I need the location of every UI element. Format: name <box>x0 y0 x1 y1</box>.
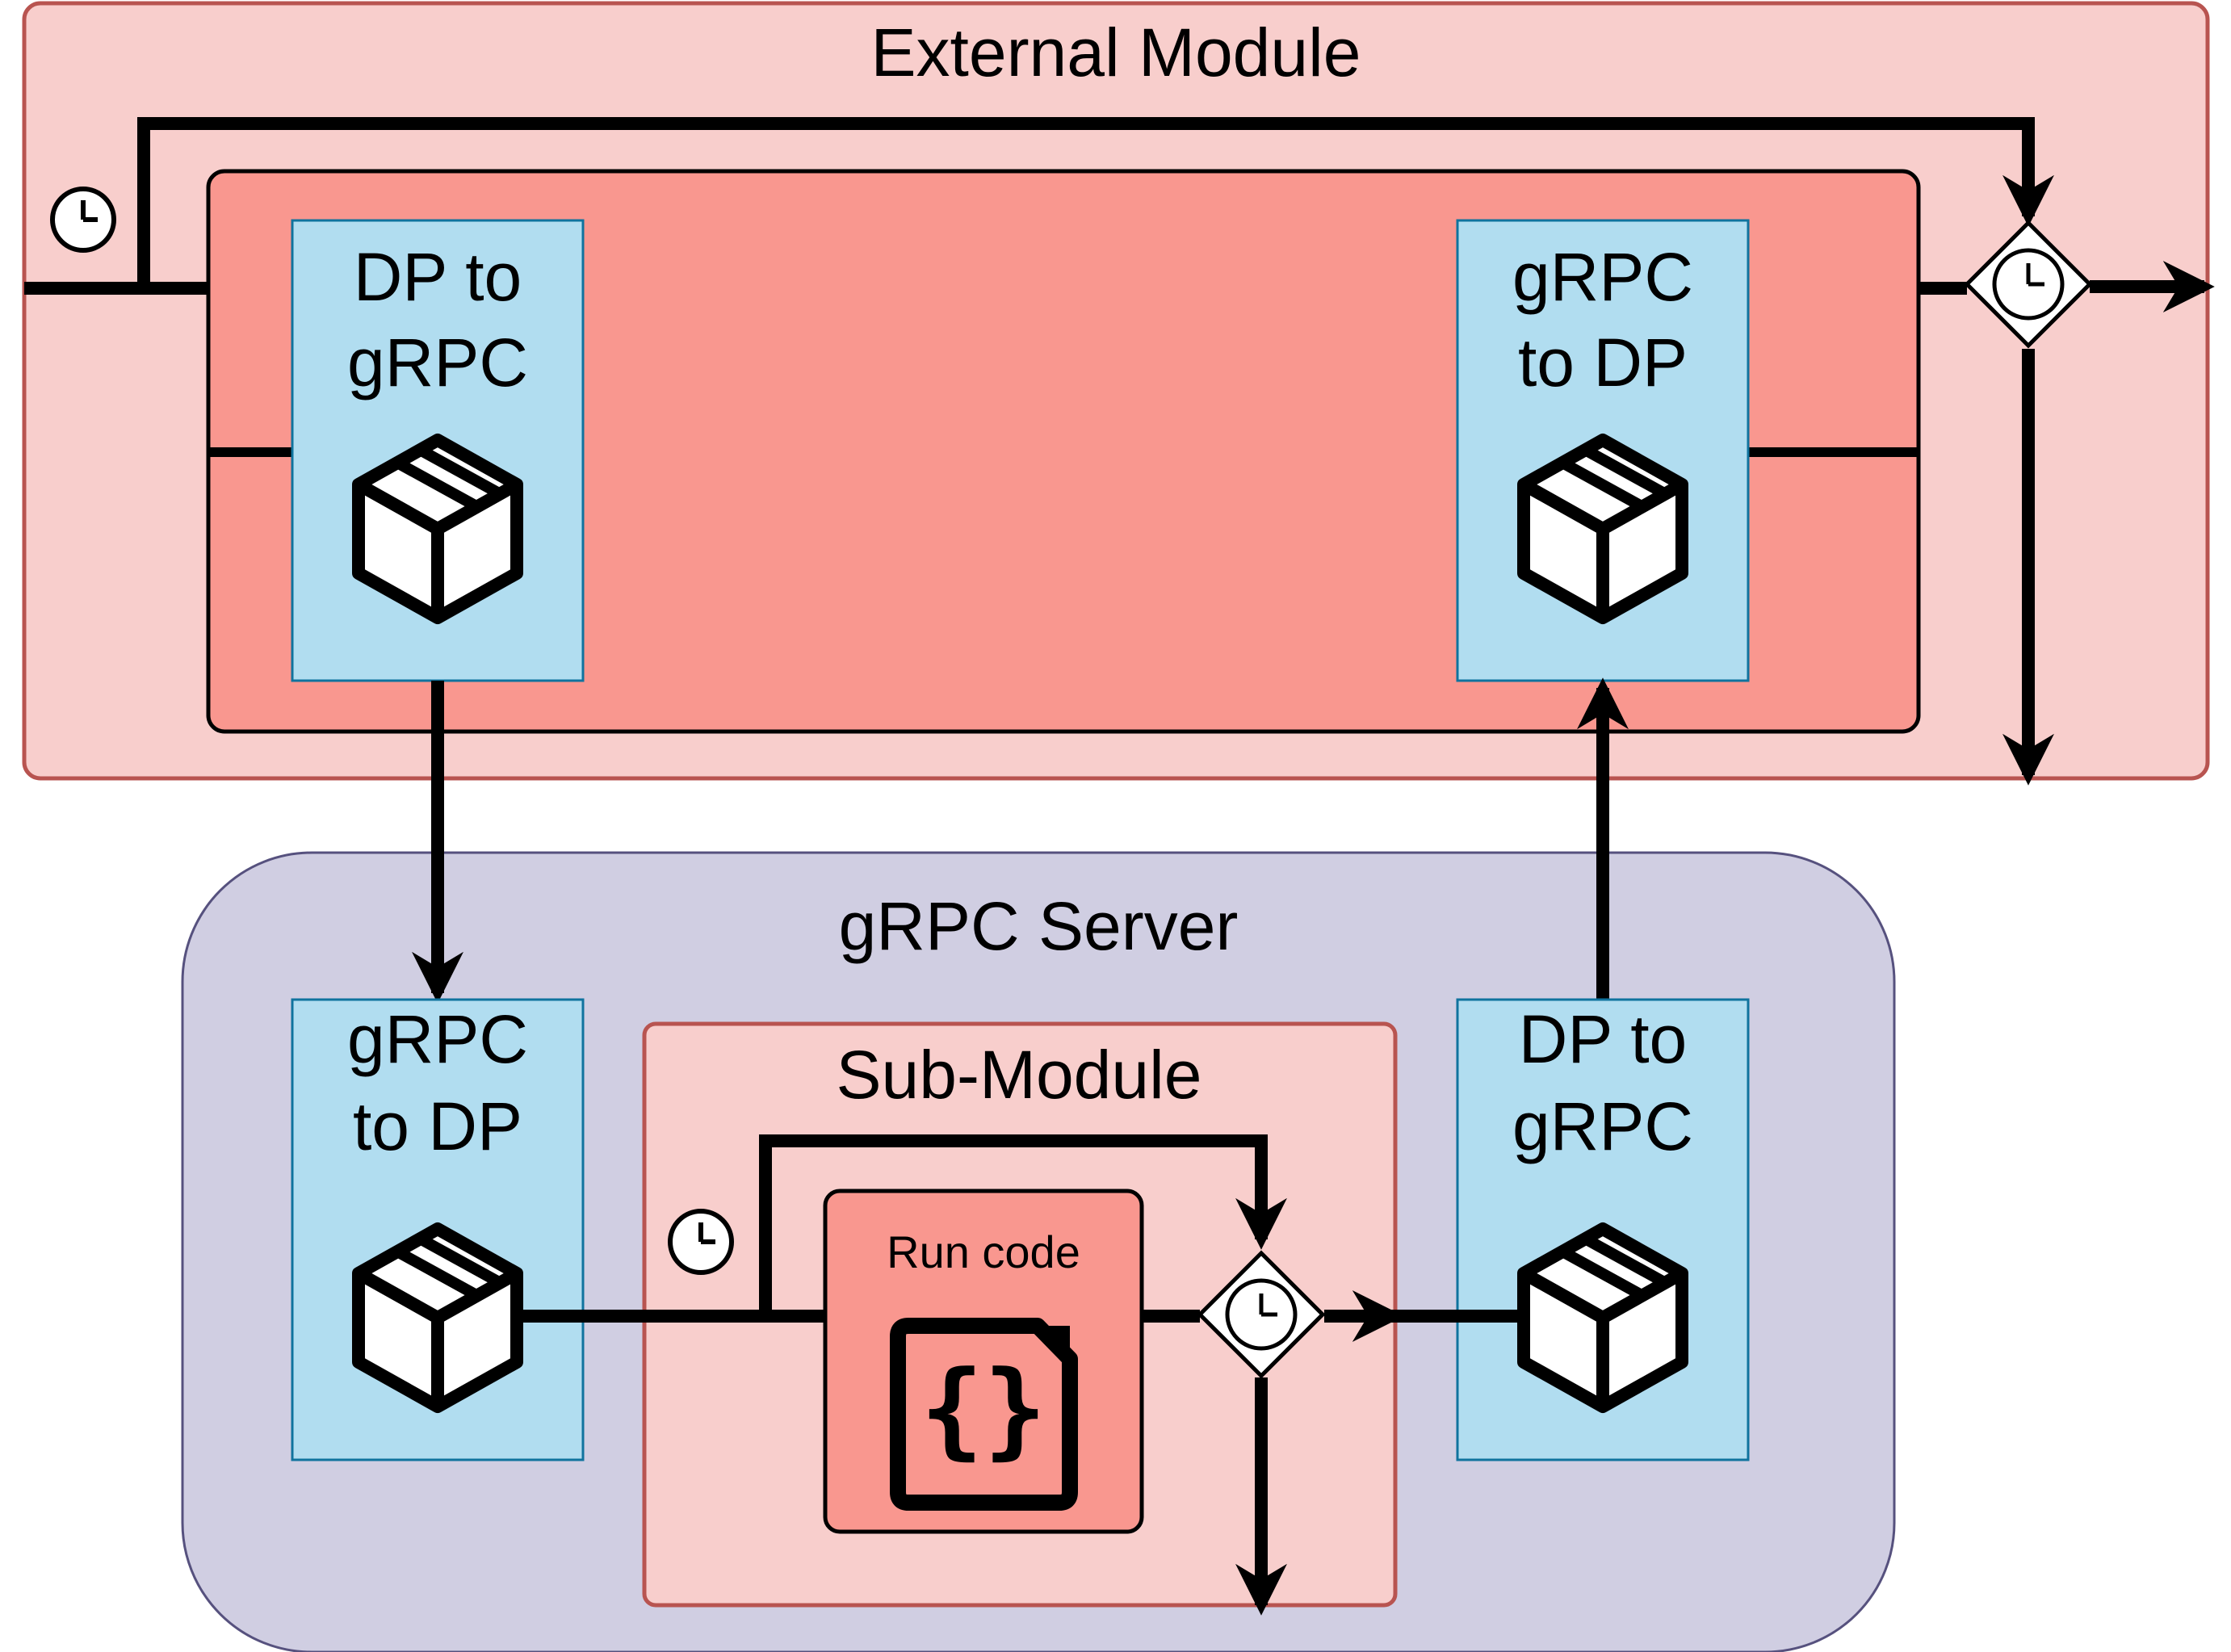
external-grpc-to-dp-block: gRPC to DP <box>1456 219 1750 682</box>
svg-text:{}: {} <box>920 1348 1047 1470</box>
code-file-icon: {} <box>890 1318 1078 1511</box>
timer-icon <box>670 1211 732 1273</box>
external-bypass-connector <box>24 117 2054 295</box>
submodule-bypass-connector <box>759 1134 1287 1316</box>
server-dp-to-grpc-block: DP to gRPC <box>1456 998 1750 1461</box>
task-label: Run code <box>887 1226 1080 1277</box>
server-grpc-to-dp-block: gRPC to DP <box>291 998 585 1461</box>
external-module-title: External Module <box>871 15 1361 90</box>
package-icon <box>359 1229 517 1407</box>
grpc-server-title: gRPC Server <box>839 888 1239 964</box>
block-label-line2: to DP <box>1518 325 1688 400</box>
block-label-line2: gRPC <box>1512 1088 1693 1164</box>
sub-module-title: Sub-Module <box>837 1037 1202 1113</box>
external-dp-to-grpc-block: DP to gRPC <box>291 219 585 682</box>
timer-icon <box>52 189 114 250</box>
block-label-line1: DP to <box>1519 1001 1688 1077</box>
package-icon <box>359 440 517 618</box>
block-label-line1: DP to <box>354 239 522 315</box>
package-icon <box>1524 1229 1682 1407</box>
run-code-task: Run code {} <box>823 1189 1144 1534</box>
package-icon <box>1524 440 1682 618</box>
block-label-line1: gRPC <box>347 1001 528 1077</box>
block-label-line2: to DP <box>353 1088 522 1164</box>
block-label-line2: gRPC <box>347 325 528 400</box>
block-label-line1: gRPC <box>1512 239 1693 315</box>
